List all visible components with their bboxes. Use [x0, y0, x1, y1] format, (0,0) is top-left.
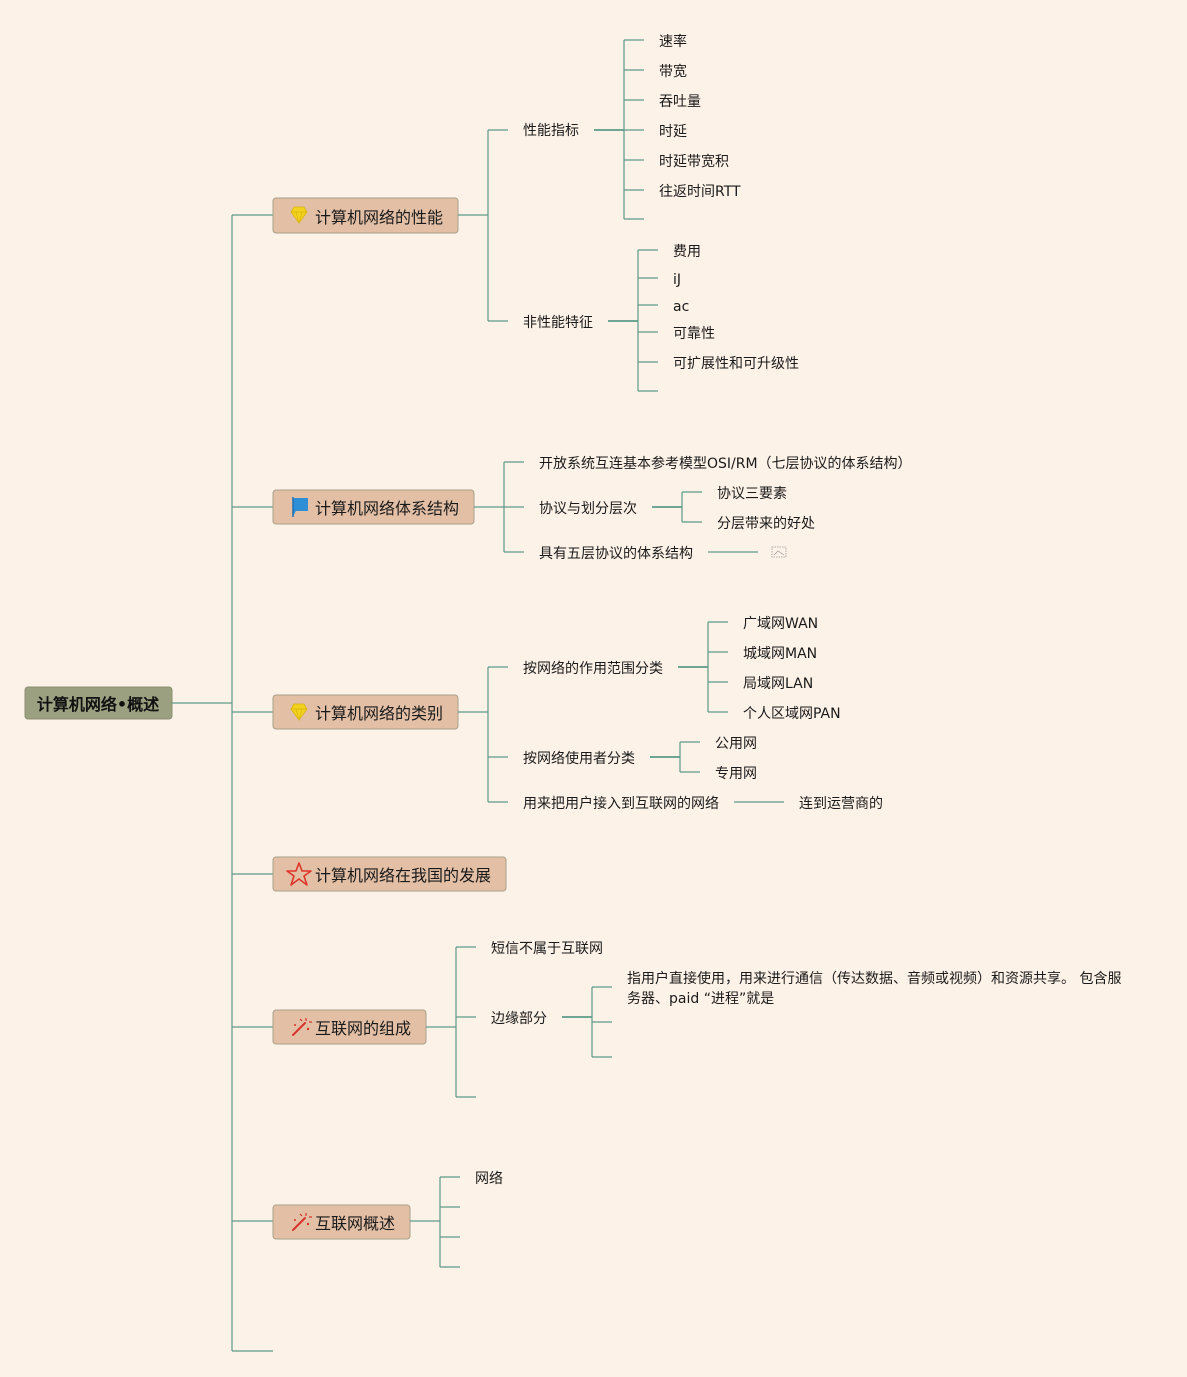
topic-performance-connectors	[458, 129, 508, 322]
topic-architecture-connectors	[474, 461, 524, 553]
star-icon	[286, 862, 312, 886]
leaf-private-network[interactable]: 专用网	[715, 766, 757, 782]
leaf-connect-to-isp[interactable]: 连到运营商的	[799, 796, 883, 812]
leaf-edge-part-description[interactable]: 指用户直接使用，用来进行通信（传达数据、音频或视频）和资源共享。 包含服 务器、…	[627, 970, 1126, 1007]
performance-metrics-connectors	[594, 39, 644, 220]
topic-performance[interactable]: 计算机网络的性能	[272, 197, 459, 234]
subtopic-performance-metrics[interactable]: 性能指标	[523, 123, 579, 139]
topic-internet-overview[interactable]: 互联网概述	[272, 1204, 411, 1240]
by-users-connectors	[650, 741, 700, 773]
leaf-wan[interactable]: 广域网WAN	[743, 616, 818, 632]
leaf-protocol-three-elements[interactable]: 协议三要素	[717, 486, 787, 502]
gem-icon	[290, 703, 308, 722]
subtopic-network[interactable]: 网络	[475, 1171, 503, 1187]
topic-internet-composition-connectors	[426, 946, 476, 1098]
subtopic-access-network[interactable]: 用来把用户接入到互联网的网络	[523, 795, 719, 812]
topic-internet-overview-label: 互联网概述	[315, 1214, 395, 1233]
topic-performance-label: 计算机网络的性能	[315, 208, 443, 227]
leaf-pan[interactable]: 个人区域网PAN	[743, 706, 841, 722]
topic-development-label: 计算机网络在我国的发展	[315, 866, 491, 885]
topic-internet-overview-connectors	[410, 1176, 460, 1268]
topic-development[interactable]: 计算机网络在我国的发展	[272, 856, 507, 892]
leaf-ac[interactable]: ac	[673, 299, 689, 315]
topic-development-box	[272, 856, 507, 892]
leaf-layering-benefits[interactable]: 分层带来的好处	[717, 516, 815, 532]
topic-internet-overview-box	[272, 1204, 411, 1240]
topic-internet-composition-label: 互联网的组成	[315, 1019, 411, 1038]
leaf-lan[interactable]: 局域网LAN	[743, 676, 813, 692]
leaf-delay-bandwidth-product[interactable]: 时延带宽积	[659, 153, 729, 170]
topic-internet-composition[interactable]: 互联网的组成	[272, 1009, 427, 1045]
flag-icon	[292, 497, 308, 517]
subtopic-by-users[interactable]: 按网络使用者分类	[523, 750, 635, 767]
non-performance-connectors	[608, 249, 658, 392]
leaf-man[interactable]: 城域网MAN	[743, 646, 817, 662]
topic-categories-label: 计算机网络的类别	[315, 704, 443, 723]
subtopic-osi-rm[interactable]: 开放系统互连基本参考模型OSI/RM（七层协议的体系结构）	[539, 455, 912, 472]
subtopic-by-scope[interactable]: 按网络的作用范围分类	[523, 660, 663, 677]
image-placeholder-icon	[771, 546, 787, 558]
subtopic-non-performance[interactable]: 非性能特征	[523, 315, 593, 331]
leaf-reliability[interactable]: 可靠性	[673, 326, 715, 342]
topic-architecture[interactable]: 计算机网络体系结构	[272, 489, 475, 525]
leaf-rate[interactable]: 速率	[659, 33, 687, 50]
edge-part-connectors	[562, 986, 612, 1058]
subtopic-protocol-layering[interactable]: 协议与划分层次	[539, 501, 637, 517]
leaf-scalability[interactable]: 可扩展性和可升级性	[673, 356, 799, 372]
root-node-label: 计算机网络•概述	[37, 695, 159, 714]
leaf-public-network[interactable]: 公用网	[715, 736, 757, 752]
topic-categories-connectors	[458, 666, 508, 803]
leaf-delay[interactable]: 时延	[659, 124, 687, 140]
edge-desc-line-1: 指用户直接使用，用来进行通信（传达数据、音频或视频）和资源共享。 包含服	[627, 970, 1121, 987]
topic-architecture-label: 计算机网络体系结构	[315, 499, 459, 518]
leaf-throughput[interactable]: 吞吐量	[659, 94, 701, 110]
subtopic-sms-not-internet[interactable]: 短信不属于互联网	[491, 941, 603, 957]
topic-categories[interactable]: 计算机网络的类别	[272, 694, 459, 730]
subtopic-five-layer[interactable]: 具有五层协议的体系结构	[539, 546, 693, 562]
magic-wand-icon	[292, 1213, 312, 1231]
magic-wand-icon	[292, 1018, 312, 1036]
root-node[interactable]: 计算机网络•概述	[24, 686, 173, 720]
subtopic-edge-part[interactable]: 边缘部分	[491, 1011, 547, 1027]
edge-desc-line-2: 务器、paid “进程”就是	[627, 991, 774, 1007]
protocol-layering-connectors	[652, 491, 702, 523]
gem-icon	[290, 206, 308, 225]
leaf-bandwidth[interactable]: 带宽	[659, 63, 687, 80]
by-scope-connectors	[678, 621, 728, 713]
leaf-rtt[interactable]: 往返时间RTT	[659, 184, 741, 200]
root-connectors	[172, 214, 273, 1352]
leaf-ij[interactable]: iJ	[673, 272, 681, 288]
leaf-cost[interactable]: 费用	[673, 244, 701, 260]
